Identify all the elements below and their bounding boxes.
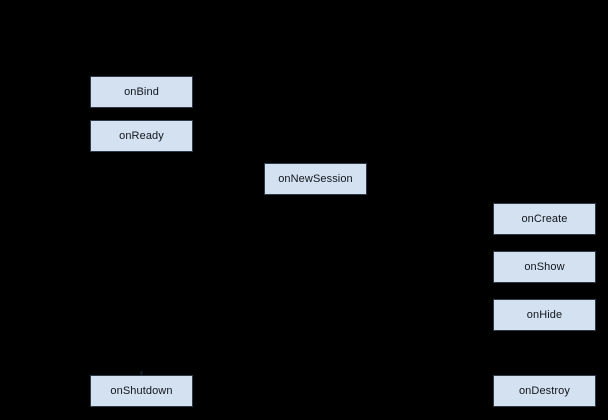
node-oncreate[interactable]: onCreate	[493, 203, 596, 235]
node-onshow[interactable]: onShow	[493, 251, 596, 283]
node-onnewsession[interactable]: onNewSession	[264, 163, 367, 195]
node-onready[interactable]: onReady	[90, 120, 193, 152]
node-onshow-label: onShow	[524, 260, 565, 273]
node-onshutdown-label: onShutdown	[110, 384, 173, 397]
arrow-head-tick-icon	[140, 371, 143, 375]
node-ondestroy[interactable]: onDestroy	[493, 375, 596, 407]
node-onready-label: onReady	[119, 129, 164, 142]
node-onbind-label: onBind	[124, 85, 159, 98]
node-onhide[interactable]: onHide	[493, 299, 596, 331]
node-onnewsession-label: onNewSession	[278, 172, 353, 185]
node-onbind[interactable]: onBind	[90, 76, 193, 108]
node-onhide-label: onHide	[526, 308, 563, 321]
node-ondestroy-label: onDestroy	[518, 384, 571, 397]
node-oncreate-label: onCreate	[521, 212, 568, 225]
node-onshutdown[interactable]: onShutdown	[90, 375, 193, 407]
